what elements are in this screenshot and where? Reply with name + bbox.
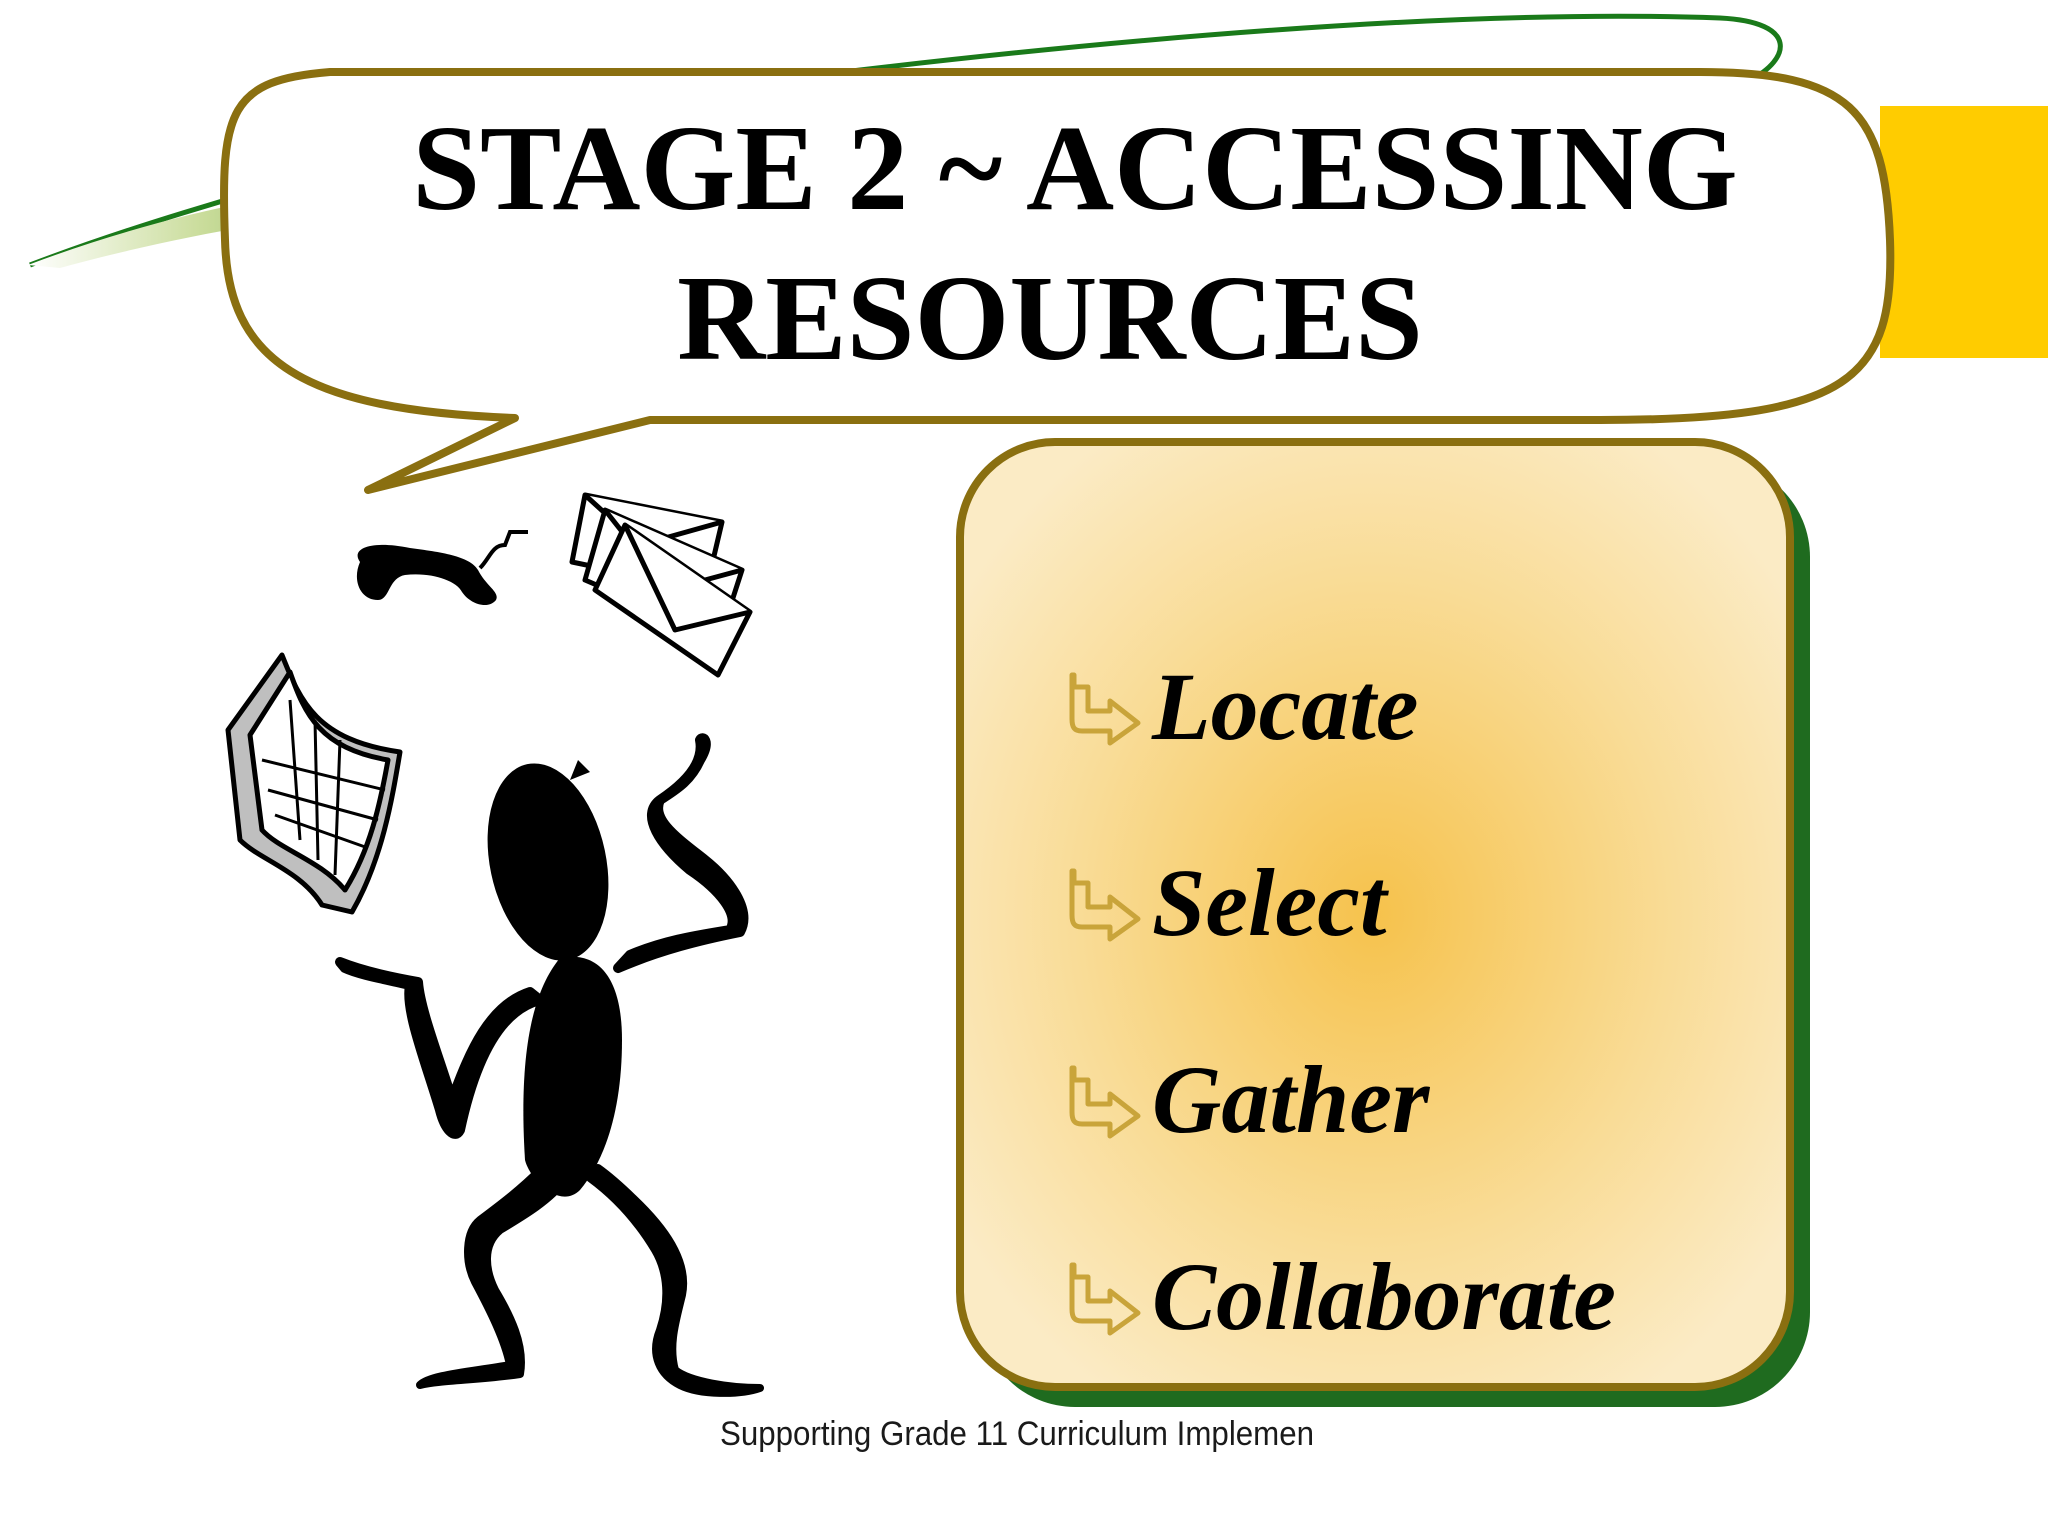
bullet-label: Collaborate — [1152, 1243, 1617, 1350]
bullet-label: Gather — [1152, 1046, 1430, 1153]
bullet-item-collaborate: Collaborate — [1068, 1242, 1616, 1352]
juggling-person-clipart — [225, 492, 764, 1397]
bullet-label: Locate — [1152, 653, 1419, 760]
slide-footer: Supporting Grade 11 Curriculum Implemen — [720, 1415, 1315, 1453]
slide-title-line-2: RESOURCES — [677, 251, 1423, 386]
arrow-bullet-icon — [1069, 1065, 1141, 1139]
bullet-label: Select — [1152, 849, 1387, 956]
slide-title-line-1: STAGE 2 ~ ACCESSING — [412, 101, 1738, 236]
bullet-item-select: Select — [1068, 848, 1387, 958]
bullet-item-gather: Gather — [1068, 1045, 1429, 1155]
arrow-bullet-icon — [1069, 868, 1141, 942]
accent-bar — [1880, 106, 2048, 358]
speech-bubble — [219, 68, 1895, 494]
arrow-bullet-icon — [1069, 672, 1141, 746]
content-box — [956, 438, 1794, 1391]
bullet-item-locate: Locate — [1068, 652, 1419, 762]
arrow-bullet-icon — [1069, 1262, 1141, 1336]
